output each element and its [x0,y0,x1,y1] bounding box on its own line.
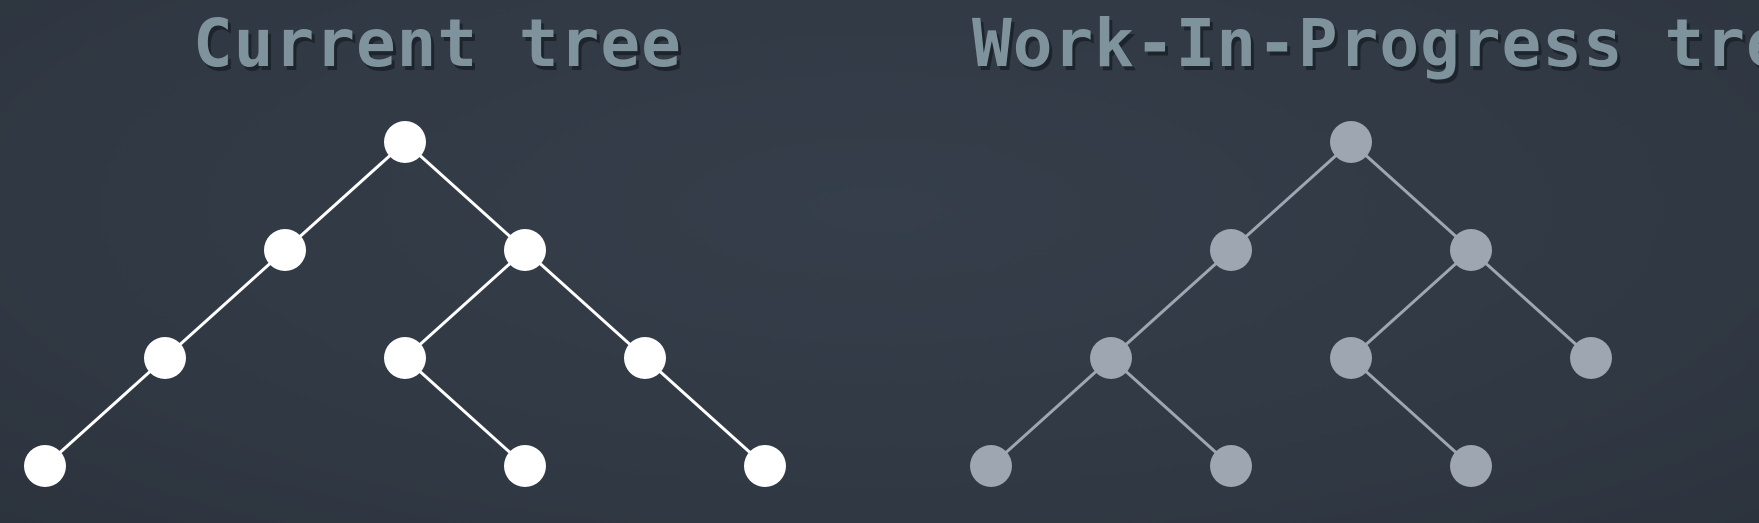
tree-node [1210,229,1252,271]
current-tree [24,121,786,487]
wip-tree-nodes [970,121,1612,487]
tree-node [144,337,186,379]
current-tree-edges [43,140,767,468]
edge [403,356,527,468]
tree-node [1570,337,1612,379]
wip-tree [970,121,1612,487]
tree-node [504,229,546,271]
edge [1109,356,1233,468]
edge [403,248,527,360]
edge [1469,248,1593,360]
edge [1349,356,1473,468]
tree-node [1210,445,1252,487]
tree-node [1330,337,1372,379]
edge [1109,248,1233,360]
tree-node [1450,445,1492,487]
edge [1349,140,1473,252]
tree-node [1450,229,1492,271]
tree-node [264,229,306,271]
edge [989,356,1113,468]
tree-node [970,445,1012,487]
tree-node [744,445,786,487]
tree-node [384,121,426,163]
edge [403,140,527,252]
tree-node [24,445,66,487]
current-tree-title: Current tree [193,5,682,82]
current-tree-nodes [24,121,786,487]
edge [1349,248,1473,360]
edge [523,248,647,360]
tree-node [1330,121,1372,163]
tree-node [624,337,666,379]
edge [43,356,167,468]
tree-node [1090,337,1132,379]
wip-tree-title: Work-In-Progress tree [972,5,1759,82]
tree-node [504,445,546,487]
edge [283,140,407,252]
tree-node [384,337,426,379]
wip-tree-edges [989,140,1593,468]
edge [643,356,767,468]
edge [1229,140,1353,252]
edge [163,248,287,360]
